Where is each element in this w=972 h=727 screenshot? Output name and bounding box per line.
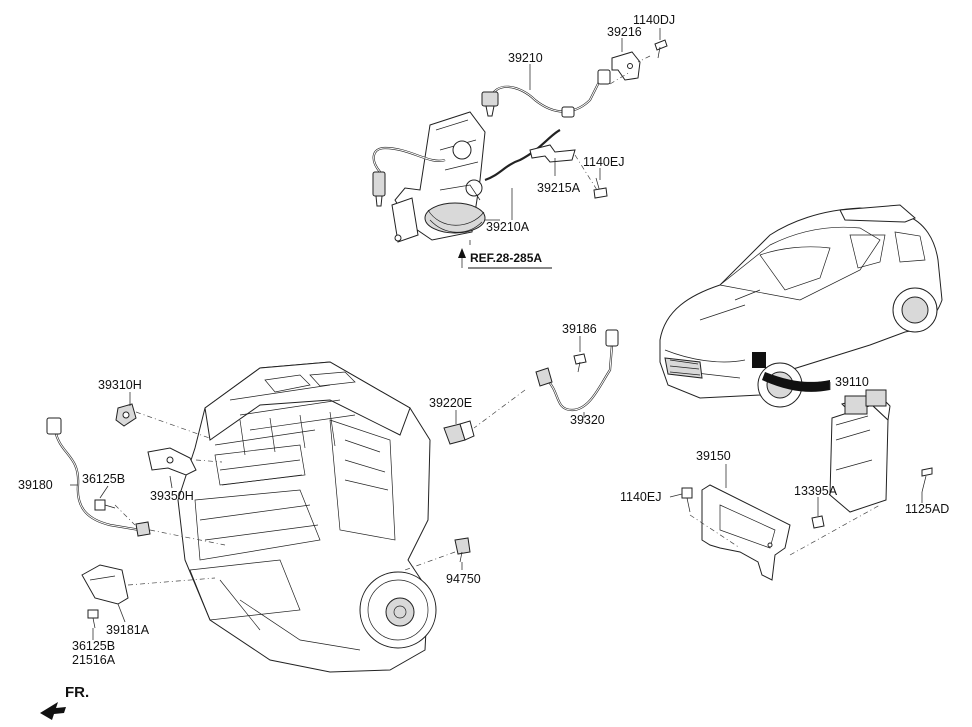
bracket-39216 — [611, 51, 641, 81]
nut-13395A — [811, 515, 825, 529]
bracket-39215A — [529, 144, 576, 163]
oxygen-sensor-lower — [372, 129, 561, 207]
bolt-36125B-upper — [94, 499, 116, 511]
label-1140DJ: 1140DJ — [633, 13, 675, 27]
leader-lines — [70, 28, 923, 640]
sensor-39220E — [443, 420, 475, 445]
sensor-39320 — [535, 329, 619, 412]
bolt-1140DJ — [654, 39, 668, 59]
reference-label: REF.28-285A — [470, 251, 542, 265]
vehicle-illustration — [659, 204, 943, 408]
ecu-bracket-39150 — [701, 484, 791, 581]
label-94750: 94750 — [446, 572, 481, 586]
exhaust-manifold-catalyst — [391, 111, 486, 243]
label-39220E: 39220E — [429, 396, 472, 410]
bracket-39350H — [147, 447, 197, 476]
bolt-39186 — [573, 353, 587, 373]
bolt-36125B-lower — [87, 609, 99, 629]
label-39216: 39216 — [607, 25, 642, 39]
ecu-39110 — [829, 389, 891, 513]
label-36125B-lower: 36125B — [72, 639, 115, 653]
cover-39181A — [81, 564, 129, 605]
label-39110: 39110 — [835, 375, 869, 389]
part-labels: 1140DJ 39216 39210 1140EJ 39215A 39210A … — [18, 13, 949, 667]
sensor-39310H — [115, 403, 137, 427]
label-21516A: 21516A — [72, 653, 116, 667]
oxygen-sensor-upper — [481, 69, 611, 118]
label-39350H: 39350H — [150, 489, 194, 503]
label-1140EJ-lower: 1140EJ — [620, 490, 661, 504]
label-39310H: 39310H — [98, 378, 142, 392]
ref-arrow — [458, 248, 552, 269]
label-39320: 39320 — [570, 413, 605, 427]
bolt-1140EJ-top — [593, 177, 608, 199]
label-39210: 39210 — [508, 51, 543, 65]
label-39215A: 39215A — [537, 181, 581, 195]
label-39210A: 39210A — [486, 220, 530, 234]
switch-94750 — [454, 537, 471, 563]
front-arrow-icon — [40, 702, 66, 720]
label-1140EJ-top: 1140EJ — [583, 155, 624, 169]
bolt-1140EJ-lower — [681, 487, 693, 513]
label-13395A: 13395A — [794, 484, 838, 498]
engine-block — [177, 361, 437, 673]
label-39180: 39180 — [18, 478, 53, 492]
label-39150: 39150 — [696, 449, 731, 463]
front-direction-indicator: FR. — [40, 684, 89, 720]
label-39186: 39186 — [562, 322, 597, 336]
bolt-1125AD — [921, 467, 933, 493]
front-label: FR. — [65, 684, 89, 701]
label-36125B-upper: 36125B — [82, 472, 125, 486]
locator-lines — [114, 55, 881, 586]
label-1125AD: 1125AD — [905, 502, 949, 516]
label-39181A: 39181A — [106, 623, 150, 637]
